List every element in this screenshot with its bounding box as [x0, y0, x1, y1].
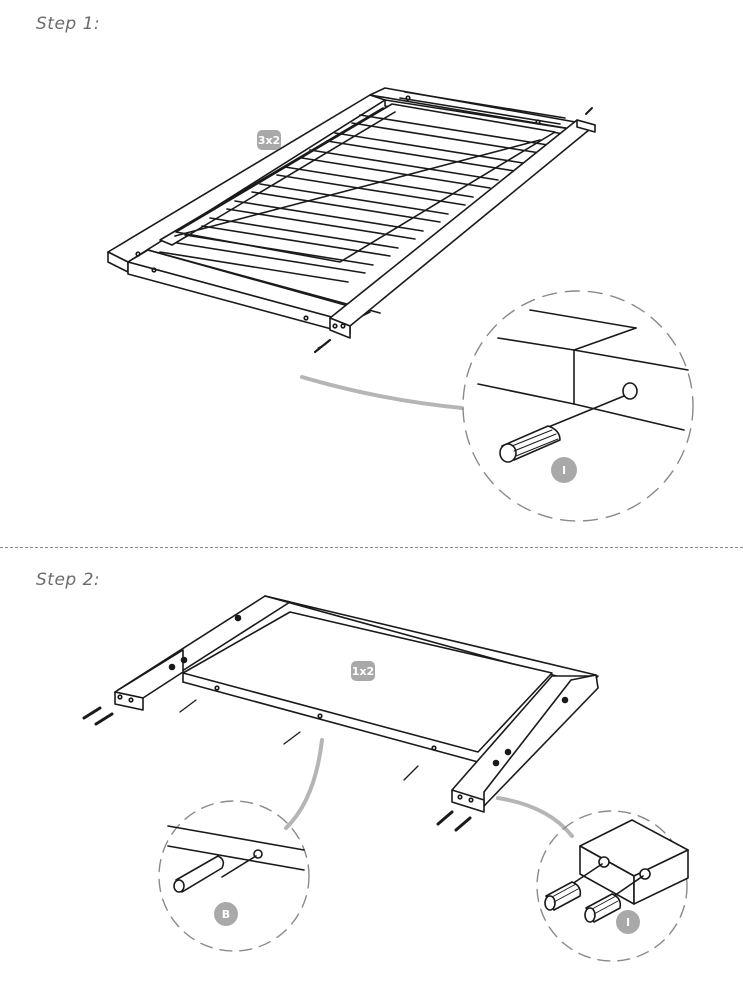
quantity-badge-1x2 [351, 661, 375, 681]
hole [180, 656, 188, 664]
hole [535, 119, 541, 125]
hole [128, 697, 134, 703]
step2-callout-left [158, 738, 324, 952]
dowel-icon [82, 706, 472, 832]
step-1-label: Step 1: [36, 14, 101, 34]
step2-frame [82, 595, 599, 832]
quantity-badge-3x2 [257, 130, 281, 150]
part-b-text: B [222, 908, 230, 921]
slats [159, 103, 556, 263]
hole [214, 685, 220, 691]
hole [303, 315, 309, 321]
badge-1x2-text: 1x2 [352, 665, 374, 678]
hole [117, 694, 123, 700]
right-rail-front [329, 317, 351, 339]
dowel-icon [585, 107, 593, 115]
step-divider [0, 547, 743, 548]
right-leg-2 [483, 674, 599, 807]
screw-icon [179, 699, 419, 781]
slat-lines [147, 91, 566, 314]
hole [151, 267, 157, 273]
hole [468, 797, 474, 803]
hole [340, 323, 346, 329]
step-2-label: Step 2: [36, 570, 101, 590]
step2-callout-right [496, 796, 689, 962]
right-rail-end [576, 119, 596, 133]
step1-frame [107, 87, 596, 354]
left-leg [114, 649, 184, 699]
hole [457, 794, 463, 800]
dowel-icon [313, 338, 332, 354]
badge-3x2-text: 3x2 [258, 134, 280, 147]
hole [168, 663, 176, 671]
dowel-icon [173, 855, 225, 893]
part-badge-b [214, 902, 238, 926]
dowel-icon [499, 425, 561, 463]
part-i-2-text: I [626, 916, 630, 929]
dowel-icon [544, 881, 582, 911]
part-badge-i [551, 457, 577, 483]
hole [504, 748, 512, 756]
hole [431, 745, 437, 751]
hole [492, 759, 500, 767]
hole [317, 713, 323, 719]
step1-callout [300, 290, 694, 522]
hole [135, 251, 141, 257]
hole [332, 323, 338, 329]
hole [561, 696, 569, 704]
panel [182, 611, 553, 753]
part-i-text: I [562, 464, 566, 477]
part-badge-i-2 [616, 910, 640, 934]
hole [234, 614, 242, 622]
dowel-icon [584, 893, 622, 923]
hole [405, 95, 411, 101]
